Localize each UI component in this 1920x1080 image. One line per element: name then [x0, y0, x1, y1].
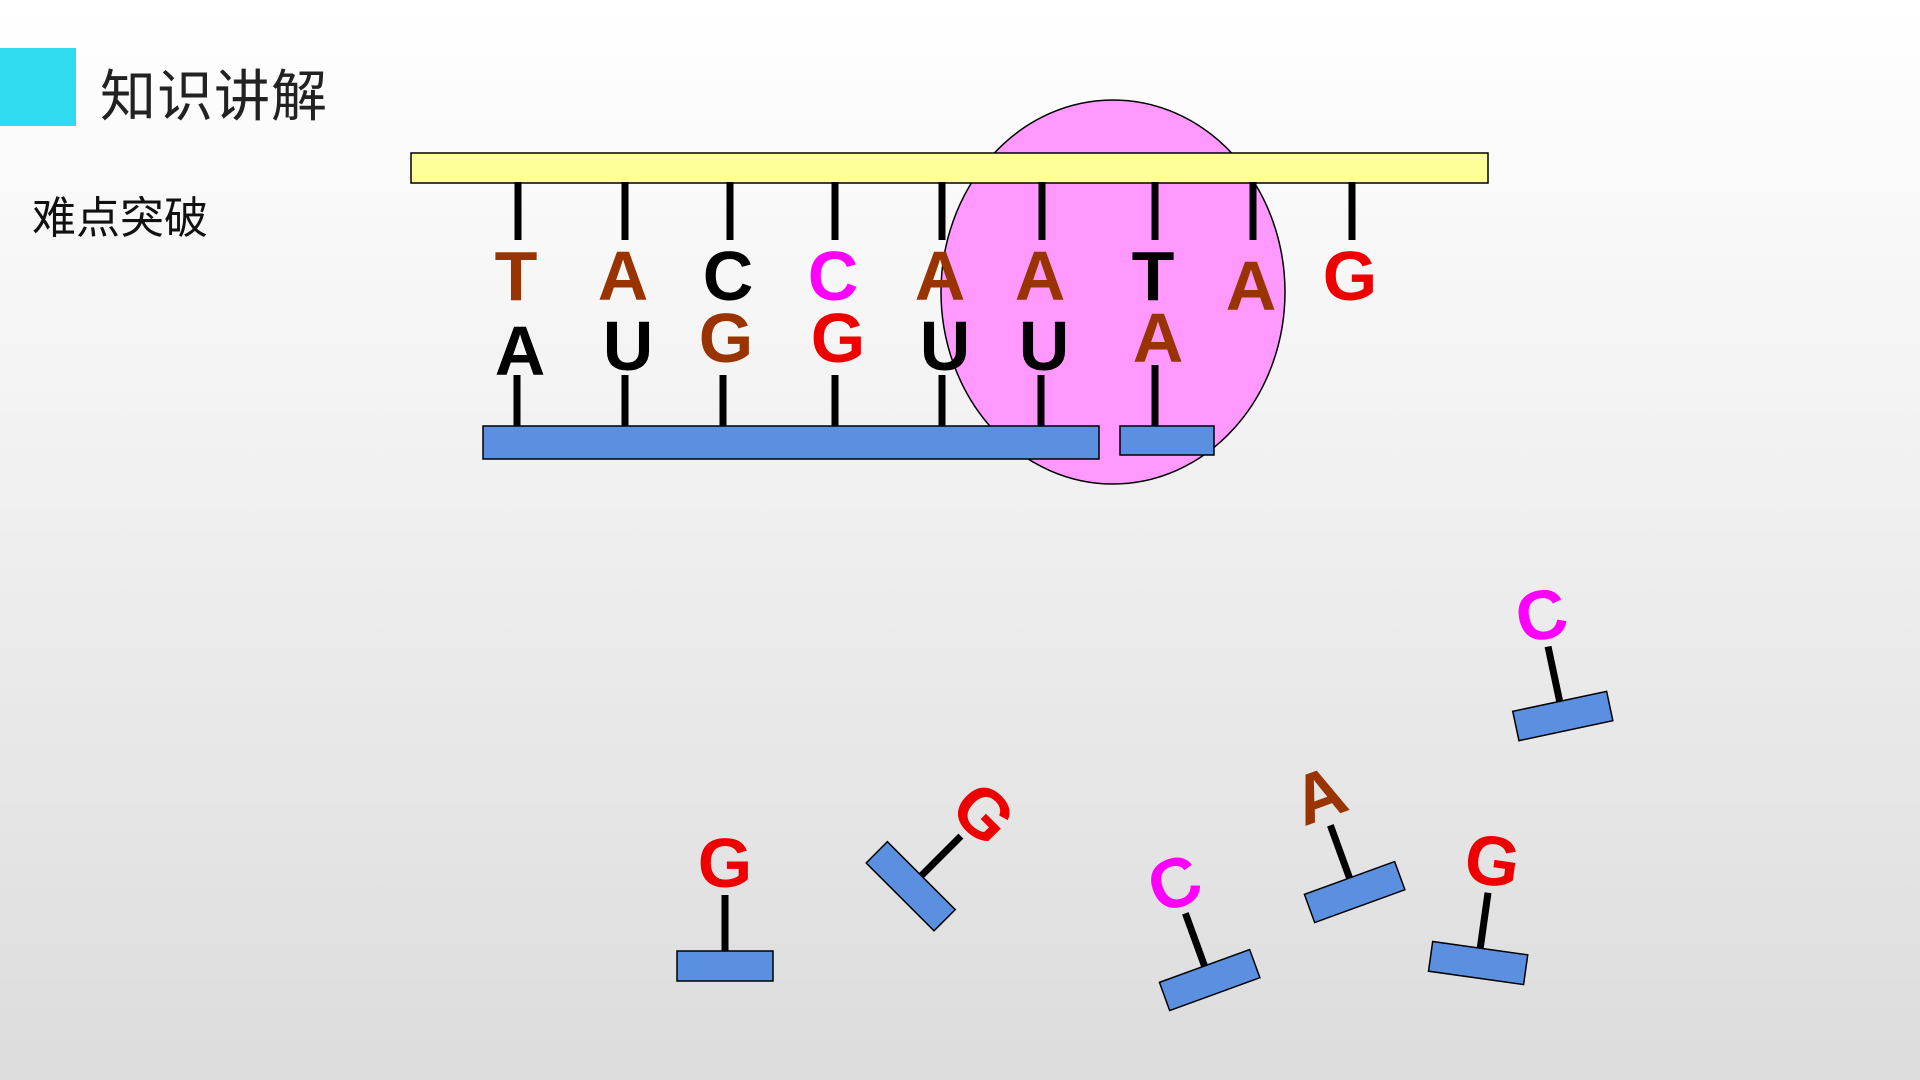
- dna-base-letter: A: [598, 237, 649, 315]
- ribosome-ellipse: [940, 99, 1286, 485]
- free-nucleotide-block: [1427, 940, 1529, 986]
- dna-base-letter: A: [915, 237, 966, 315]
- rna-sticks: [513, 365, 1159, 426]
- rna-base-letter: U: [920, 307, 971, 385]
- free-nucleotide-letter: G: [698, 824, 752, 902]
- free-nucleotide-letter: G: [1460, 819, 1525, 904]
- section-subtitle: 难点突破: [32, 193, 208, 244]
- header-accent-square: [0, 48, 76, 126]
- dna-base-letter: C: [703, 237, 754, 315]
- free-nucleotide-block: [1303, 860, 1406, 924]
- free-nucleotide: G: [1427, 819, 1529, 986]
- rna-base-letter: G: [699, 299, 753, 377]
- free-nucleotide: G: [865, 767, 1030, 932]
- free-nucleotide-letter: C: [1509, 572, 1575, 659]
- dna-base-letter: A: [1226, 247, 1277, 325]
- page-title: 知识讲解: [100, 65, 328, 130]
- dna-base-letter: A: [1015, 237, 1066, 315]
- rna-base-letter: U: [1019, 307, 1070, 385]
- free-nucleotide-block: [865, 840, 957, 932]
- free-nucleotide-stick: [918, 833, 964, 879]
- free-nucleotide: C: [1137, 838, 1261, 1012]
- free-nucleotide: C: [1509, 572, 1614, 742]
- dna-sticks: [514, 182, 1356, 240]
- free-nucleotide-block: [1158, 948, 1261, 1012]
- free-nucleotide-block: [676, 950, 774, 982]
- dna-base-letter: T: [1132, 237, 1175, 315]
- free-nucleotide: A: [1282, 750, 1406, 924]
- ribosome: [940, 99, 1286, 485]
- free-nucleotide-stick: [1327, 824, 1353, 880]
- free-nucleotide-stick: [1544, 645, 1564, 703]
- dna-strand: [410, 152, 1489, 184]
- incoming-nucleotide-block: [1119, 425, 1215, 456]
- rna-base-letter: U: [603, 307, 654, 385]
- dna-base-letter: C: [808, 237, 859, 315]
- free-nucleotide-block: [1511, 690, 1614, 742]
- rna-strand: [482, 425, 1100, 460]
- free-nucleotide-letter: C: [1137, 838, 1211, 929]
- rna-base-letter: G: [811, 299, 865, 377]
- dna-base-letter: G: [1323, 237, 1377, 315]
- rna-base-letter: A: [1133, 299, 1184, 377]
- free-nucleotide-letter: A: [1282, 750, 1356, 841]
- free-nucleotide: G: [676, 824, 774, 982]
- free-nucleotide-stick: [1182, 912, 1208, 968]
- dna-base-letter: T: [495, 237, 538, 315]
- free-nucleotide-stick: [1476, 892, 1492, 949]
